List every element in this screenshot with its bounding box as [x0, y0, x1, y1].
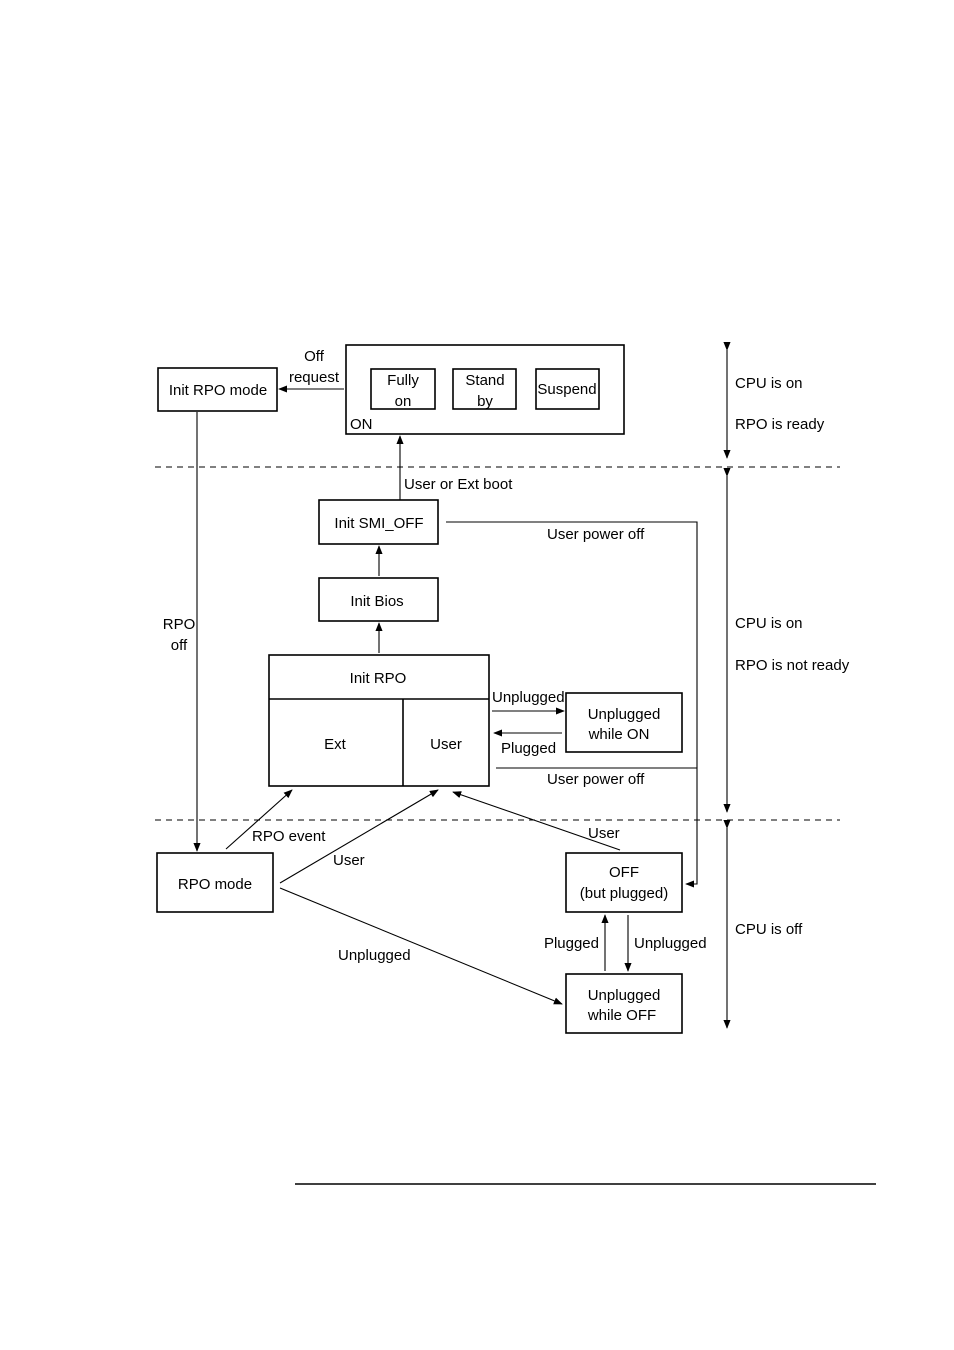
stand-by-state	[452, 368, 517, 410]
zone-middle-rpo-label: RPO is not ready	[735, 657, 850, 674]
fully-on-label-line2: on	[395, 393, 412, 410]
user-substate-label: User	[430, 736, 462, 753]
ext-substate-label: Ext	[324, 736, 347, 753]
plugged-on-label: Plugged	[501, 740, 556, 757]
unplugged-from-rpo-label: Unplugged	[338, 947, 411, 964]
user-from-off-label: User	[588, 825, 620, 842]
unplugged-off-label: Unplugged	[634, 935, 707, 952]
user-from-off-arrow	[452, 791, 621, 851]
user-power-off-bottom-label: User power off	[547, 771, 645, 788]
zone-top-cpu-label: CPU is on	[735, 375, 803, 392]
init-rpo-label: Init RPO	[350, 670, 407, 687]
zone-middle-cpu-label: CPU is on	[735, 615, 803, 632]
off-label-line1: OFF	[609, 864, 639, 881]
off-request-label-line1: Off	[304, 348, 325, 365]
off-but-plugged-state	[565, 852, 683, 913]
user-from-rpo-label: User	[333, 852, 365, 869]
rpo-event-arrow	[225, 789, 293, 850]
unplugged-while-off-state	[565, 973, 683, 1034]
init-rpo-state	[268, 654, 490, 787]
unplugged-while-on-label-line1: Unplugged	[588, 706, 661, 723]
off-request-label-line2: request	[289, 369, 340, 386]
suspend-label: Suspend	[537, 381, 596, 398]
init-bios-label: Init Bios	[350, 593, 403, 610]
user-power-off-route-bottom	[496, 767, 698, 888]
unplugged-while-off-label-line2: while OFF	[587, 1007, 656, 1024]
unplugged-on-label: Unplugged	[492, 689, 565, 706]
init-rpo-mode-state	[157, 367, 278, 412]
zone-top-rpo-label: RPO is ready	[735, 416, 825, 433]
rpo-mode-state	[156, 852, 274, 913]
stand-by-label-line1: Stand	[465, 372, 504, 389]
zone-bottom-cpu-label: CPU is off	[735, 921, 803, 938]
user-power-off-route-top	[446, 521, 698, 768]
unplugged-from-rpo-arrow	[279, 887, 563, 1005]
stand-by-label-line2: by	[477, 393, 493, 410]
init-smi-off-label: Init SMI_OFF	[334, 515, 423, 532]
user-or-ext-boot-label: User or Ext boot	[404, 476, 513, 493]
unplugged-while-on-state	[565, 692, 683, 753]
rpo-off-label-line2: off	[171, 637, 188, 654]
off-label-line2: (but plugged)	[580, 885, 668, 902]
init-smi-off-state	[318, 499, 439, 545]
rpo-event-label: RPO event	[252, 828, 326, 845]
init-bios-state	[318, 577, 439, 622]
plugged-off-label: Plugged	[544, 935, 599, 952]
suspend-state	[535, 368, 600, 410]
fully-on-state	[370, 368, 436, 410]
unplugged-while-on-label-line2: while ON	[588, 726, 650, 743]
rpo-mode-label: RPO mode	[178, 876, 252, 893]
rpo-off-label-line1: RPO	[163, 616, 196, 633]
user-from-rpo-arrow	[279, 789, 439, 884]
fully-on-label-line1: Fully	[387, 372, 419, 389]
init-rpo-mode-label: Init RPO mode	[169, 382, 267, 399]
unplugged-while-off-label-line1: Unplugged	[588, 987, 661, 1004]
user-power-off-top-label: User power off	[547, 526, 645, 543]
on-state-label: ON	[350, 416, 373, 433]
